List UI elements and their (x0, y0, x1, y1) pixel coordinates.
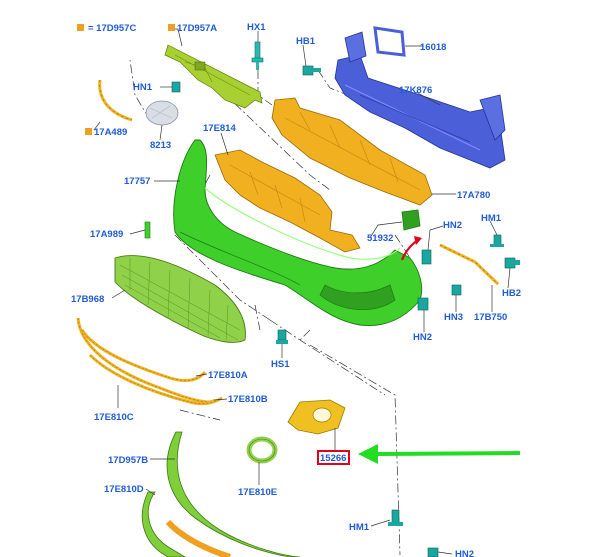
label-HN3[interactable]: HN3 (444, 312, 463, 323)
label-8213[interactable]: 8213 (150, 140, 171, 151)
trim-17E810C[interactable] (76, 317, 217, 404)
clip-HN3[interactable] (451, 284, 462, 296)
absorber-17A780[interactable] (271, 97, 433, 206)
bracket-17E814[interactable] (214, 149, 361, 253)
label-17E810A[interactable]: 17E810A (208, 370, 248, 381)
label-17757[interactable]: 17757 (124, 176, 150, 187)
label-HM1-lower[interactable]: HM1 (349, 522, 370, 533)
label-17A989[interactable]: 17A989 (90, 229, 123, 240)
bumper-cover-17757[interactable] (173, 139, 423, 326)
label-17K876[interactable]: 17K876 (399, 85, 432, 96)
clip-HN2-bottom[interactable] (427, 547, 439, 557)
strip-17D957B[interactable] (166, 431, 301, 557)
bolt-HB1[interactable] (302, 65, 321, 76)
label-17E810B[interactable]: 17E810B (228, 394, 268, 405)
strip-17A489[interactable] (98, 79, 133, 122)
beam-17K876[interactable] (334, 31, 506, 169)
legend-text: = 17D957C (88, 23, 136, 34)
grille-17B968[interactable] (114, 255, 246, 343)
leader-lines (93, 28, 511, 555)
label-HN1[interactable]: HN1 (133, 82, 153, 93)
label-17D957A[interactable]: 17D957A (177, 23, 217, 34)
label-HN2-bottom[interactable]: HN2 (455, 549, 474, 557)
label-17D957B[interactable]: 17D957B (108, 455, 148, 466)
label-HX1[interactable]: HX1 (247, 22, 266, 33)
screw-HS1[interactable] (276, 329, 288, 344)
label-17A780[interactable]: 17A780 (457, 190, 490, 201)
clip-HN1[interactable] (171, 81, 181, 93)
clip-HN2-lower[interactable] (417, 297, 429, 311)
screw-HM1-lower[interactable] (388, 509, 403, 526)
label-HS1[interactable]: HS1 (271, 359, 290, 370)
label-51932[interactable]: 51932 (367, 233, 393, 244)
clip-17A989[interactable] (144, 221, 151, 239)
label-17E810E[interactable]: 17E810E (238, 487, 277, 498)
bolt-HB2[interactable] (504, 257, 520, 269)
label-HB1[interactable]: HB1 (296, 36, 316, 47)
label-HB2[interactable]: HB2 (502, 288, 521, 299)
strip-17B750[interactable] (439, 243, 500, 286)
strip-17E810D[interactable] (141, 491, 231, 557)
stud-HX1[interactable] (251, 41, 264, 70)
label-15266[interactable]: 15266 (320, 453, 346, 464)
label-17E810C[interactable]: 17E810C (94, 412, 134, 423)
swatch-17D957A (168, 24, 175, 31)
direction-arrow-red (400, 236, 422, 261)
label-17E810D[interactable]: 17E810D (104, 484, 144, 495)
label-HN2-upper[interactable]: HN2 (443, 220, 462, 231)
ring-17E810E[interactable] (246, 436, 278, 464)
label-17E814[interactable]: 17E814 (203, 123, 236, 134)
label-HN2-lower[interactable]: HN2 (413, 332, 432, 343)
label-17B968[interactable]: 17B968 (71, 294, 104, 305)
label-17A489[interactable]: 17A489 (94, 127, 127, 138)
part-labels: = 17D957C 17D957A HX1 HB1 16018 HN1 17A4… (71, 22, 521, 557)
pointer-arrow-green (358, 444, 521, 464)
label-17B750[interactable]: 17B750 (474, 312, 507, 323)
screw-HM1-upper[interactable] (490, 234, 504, 247)
bracket-16018[interactable] (373, 26, 406, 57)
bracket-17D957A[interactable] (164, 44, 263, 109)
highlight-box-15266 (317, 450, 350, 465)
label-HM1-upper[interactable]: HM1 (481, 213, 502, 224)
legend-swatch (77, 24, 84, 31)
bezel-15266[interactable] (287, 399, 346, 435)
trim-17E810B[interactable] (88, 353, 223, 406)
cover-51932[interactable] (401, 209, 421, 231)
emblem-8213[interactable] (145, 100, 179, 126)
label-16018[interactable]: 16018 (420, 42, 446, 53)
clip-HN2-upper[interactable] (421, 249, 432, 265)
swatch-17A489 (85, 128, 92, 135)
trim-17E810A[interactable] (80, 329, 207, 382)
